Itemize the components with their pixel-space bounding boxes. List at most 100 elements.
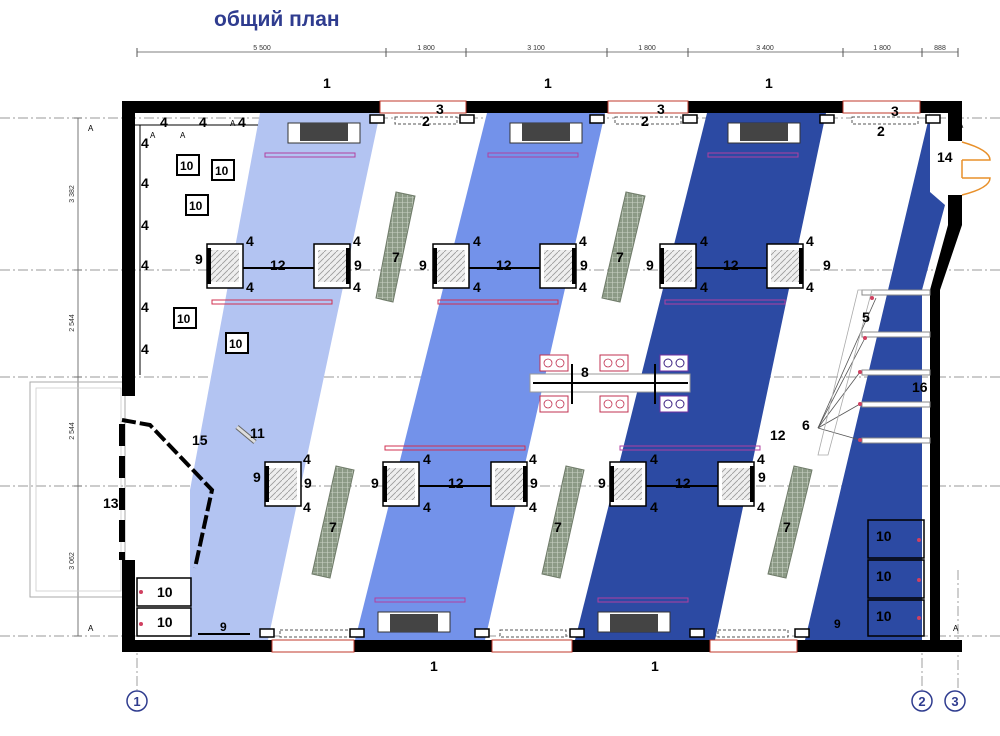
label-radiator: 2 [877,123,885,139]
label-socket: 4 [353,233,361,249]
label-lamp: 7 [329,519,337,535]
label-cabinet: 10 [876,568,892,584]
axis-3-label: 3 [951,694,958,709]
chair [382,461,420,507]
svg-text:A: A [88,124,94,133]
chair [539,243,577,289]
label-cabinet: 10 [215,164,229,178]
label-socket: 4 [141,217,149,233]
chair [609,461,647,507]
label-socket: 4 [529,499,537,515]
label-chair: 9 [646,257,654,273]
label-sill: 3 [436,101,444,117]
label-chair: 9 [253,469,261,485]
heating-grilles [287,122,801,633]
chair [659,243,697,289]
label-socket: 4 [757,499,765,515]
label-socket: 4 [700,233,708,249]
label-cabinet: 10 [876,528,892,544]
label-lamp: 7 [616,249,624,265]
axis-2-label: 2 [918,694,925,709]
exit-door [961,141,991,196]
label-socket: 4 [303,451,311,467]
pink-rails [211,152,799,603]
dim-left-1: 3 382 [69,185,76,203]
chair [264,461,302,507]
label-lamp: 7 [783,519,791,535]
label-desk-line: 12 [675,475,691,491]
label-window: 1 [651,658,659,674]
grille-top-2 [509,122,583,144]
dim-top-1: 5 500 [253,45,271,52]
left-wall-sockets [135,124,258,375]
chair [717,461,755,507]
label-cabinet: 10 [189,199,203,213]
label-window: 1 [544,75,552,91]
grille-bottom-2 [597,611,671,633]
label-entrance: 13 [103,495,119,511]
entrance-partition [119,418,257,569]
label-window: 1 [323,75,331,91]
label-lamp: 7 [554,519,562,535]
dim-top-7: 888 [934,45,946,52]
label-window: 1 [765,75,773,91]
label-chair: 9 [530,475,538,491]
chair [313,243,351,289]
label-socket: 4 [650,451,658,467]
label-chair: 9 [598,475,606,491]
label-socket: 4 [473,233,481,249]
sill-boxes [259,114,941,638]
svg-text:A: A [180,131,186,140]
dim-left-4: 3 062 [69,552,76,570]
svg-text:A: A [230,119,236,128]
label-desk-line: 12 [448,475,464,491]
label-chair: 9 [758,469,766,485]
top-windows [271,100,921,653]
chairs-upper [206,243,804,289]
label-socket: 4 [246,279,254,295]
label-socket: 4 [141,175,149,191]
dim-top-3: 3 100 [527,45,545,52]
label-cabinet: 10 [180,159,194,173]
label-lamp: 7 [392,249,400,265]
label-socket: 4 [141,299,149,315]
dim-top-4: 1 800 [638,45,656,52]
cabinets-left [173,154,249,354]
label-exit-door: 14 [937,149,953,165]
ceiling-lamps [311,191,813,579]
label-chair: 9 [354,257,362,273]
label-socket: 4 [238,114,246,130]
chairs-lower [264,461,755,507]
label-sill: 3 [891,103,899,119]
vestibule-outline [29,381,126,598]
label-chair: 9 [371,475,379,491]
label-chair: 9 [220,620,227,634]
label-cabinet: 10 [157,584,173,600]
cabinets-bottom-right [867,519,925,637]
label-socket: 4 [160,114,168,130]
label-chair: 9 [419,257,427,273]
label-socket: 4 [141,257,149,273]
label-radiator: 2 [422,113,430,129]
plan-title: общий план [214,8,340,31]
label-chair: 9 [580,257,588,273]
label-socket: 4 [353,279,361,295]
right-shelving [817,289,931,456]
label-cabinet: 10 [876,608,892,624]
label-socket: 4 [529,451,537,467]
number-labels: 1 1 1 1 1 3 3 3 2 2 2 4 4 4 4 4 4 4 4 4 … [103,75,953,674]
center-table [529,354,691,413]
radiators [279,116,919,638]
grille-top-1 [287,122,361,144]
label-socket: 4 [579,233,587,249]
label-desk-line: 12 [723,257,739,273]
label-socket: 4 [423,451,431,467]
label-socket: 4 [303,499,311,515]
label-rack-lines: 6 [802,417,810,433]
label-chair: 9 [834,617,841,631]
label-socket: 4 [650,499,658,515]
label-window: 1 [430,658,438,674]
label-socket: 4 [757,451,765,467]
label-desk-line: 12 [770,427,786,443]
label-sill: 3 [657,101,665,117]
